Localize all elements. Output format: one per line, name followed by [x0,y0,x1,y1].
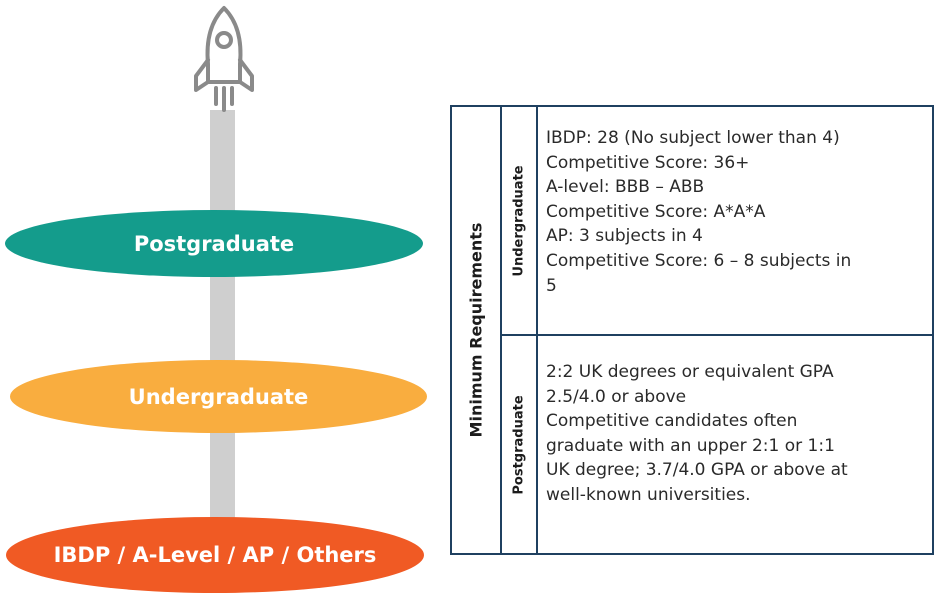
requirement-line: IBDP: 28 (No subject lower than 4) [546,128,840,148]
requirement-line: A-level: BBB – ABB [546,177,705,198]
table-row-undergraduate: Undergraduate IBDP: 28 (No subject lower… [502,107,932,336]
requirement-line: 5 [546,275,557,296]
requirement-line: Competitive Score: 36+ [546,152,750,173]
requirement-line: well-known universities. [546,484,751,505]
requirement-line: Competitive Score: A*A*A [546,201,766,222]
base-level: IBDP / A-Level / AP / Others [6,517,424,593]
requirements-main-label: Minimum Requirements [466,222,486,438]
row-label-undergraduate: Undergraduate [511,164,527,277]
postgraduate-requirements: 2:2 UK degrees or equivalent GPA 2.5/4.0… [546,360,928,508]
requirement-line: 2.5/4.0 or above [546,386,687,407]
requirement-line: Competitive candidates often [546,411,798,432]
requirement-line: graduate with an upper 2:1 or 1:1 [546,435,835,456]
row-header-postgraduate: Postgraduate [502,336,538,553]
table-row-postgraduate: Postgraduate 2:2 UK degrees or equivalen… [502,336,932,553]
requirement-line: Competitive Score: 6 – 8 subjects in [546,250,852,271]
requirement-line: 2:2 UK degrees or equivalent GPA [546,362,834,382]
requirement-line: AP: 3 subjects in 4 [546,226,703,247]
base-level-label: IBDP / A-Level / AP / Others [53,543,377,567]
requirements-table: Minimum Requirements Undergraduate IBDP:… [450,105,934,555]
row-header-undergraduate: Undergraduate [502,107,538,334]
undergraduate-level-label: Undergraduate [128,384,309,409]
progress-pillar [210,110,235,520]
undergraduate-level: Undergraduate [10,360,427,433]
undergraduate-requirements: IBDP: 28 (No subject lower than 4) Compe… [546,126,928,298]
row-label-postgraduate: Postgraduate [511,394,527,495]
requirement-line: UK degree; 3.7/4.0 GPA or above at [546,460,848,481]
rocket-icon [194,6,254,112]
requirements-main-header: Minimum Requirements [452,107,502,553]
postgraduate-level-label: Postgraduate [133,231,295,256]
postgraduate-level: Postgraduate [5,210,423,277]
